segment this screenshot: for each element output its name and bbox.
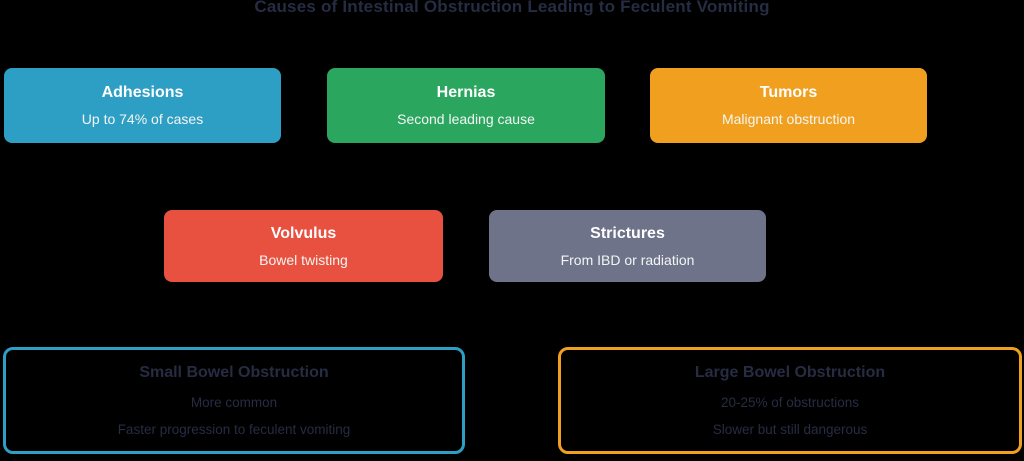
node-tumors: Tumors Malignant obstruction: [650, 68, 927, 143]
node-large-bowel-obstruction: Large Bowel Obstruction 20-25% of obstru…: [558, 347, 1022, 454]
node-small-bowel-line-2: Faster progression to feculent vomiting: [117, 421, 351, 437]
node-large-bowel-line-2: Slower but still dangerous: [712, 421, 868, 437]
node-adhesions-subtitle: Up to 74% of cases: [81, 111, 204, 127]
node-small-bowel-obstruction: Small Bowel Obstruction More common Fast…: [3, 347, 465, 454]
node-adhesions: Adhesions Up to 74% of cases: [4, 68, 281, 143]
diagram-title: Causes of Intestinal Obstruction Leading…: [254, 0, 770, 16]
node-small-bowel-title: Small Bowel Obstruction: [139, 364, 329, 381]
node-strictures: Strictures From IBD or radiation: [489, 210, 766, 282]
node-hernias: Hernias Second leading cause: [327, 68, 605, 143]
node-large-bowel-title: Large Bowel Obstruction: [694, 364, 886, 381]
node-hernias-title: Hernias: [436, 84, 496, 101]
node-tumors-title: Tumors: [759, 84, 818, 101]
node-volvulus: Volvulus Bowel twisting: [164, 210, 443, 282]
node-adhesions-title: Adhesions: [101, 84, 184, 101]
node-strictures-title: Strictures: [590, 224, 665, 242]
node-strictures-subtitle: From IBD or radiation: [560, 251, 695, 268]
node-hernias-subtitle: Second leading cause: [397, 111, 535, 127]
node-volvulus-subtitle: Bowel twisting: [259, 251, 348, 268]
node-small-bowel-line-1: More common: [190, 395, 278, 410]
node-tumors-subtitle: Malignant obstruction: [721, 111, 856, 127]
node-volvulus-title: Volvulus: [270, 224, 337, 242]
node-large-bowel-line-1: 20-25% of obstructions: [720, 395, 860, 410]
